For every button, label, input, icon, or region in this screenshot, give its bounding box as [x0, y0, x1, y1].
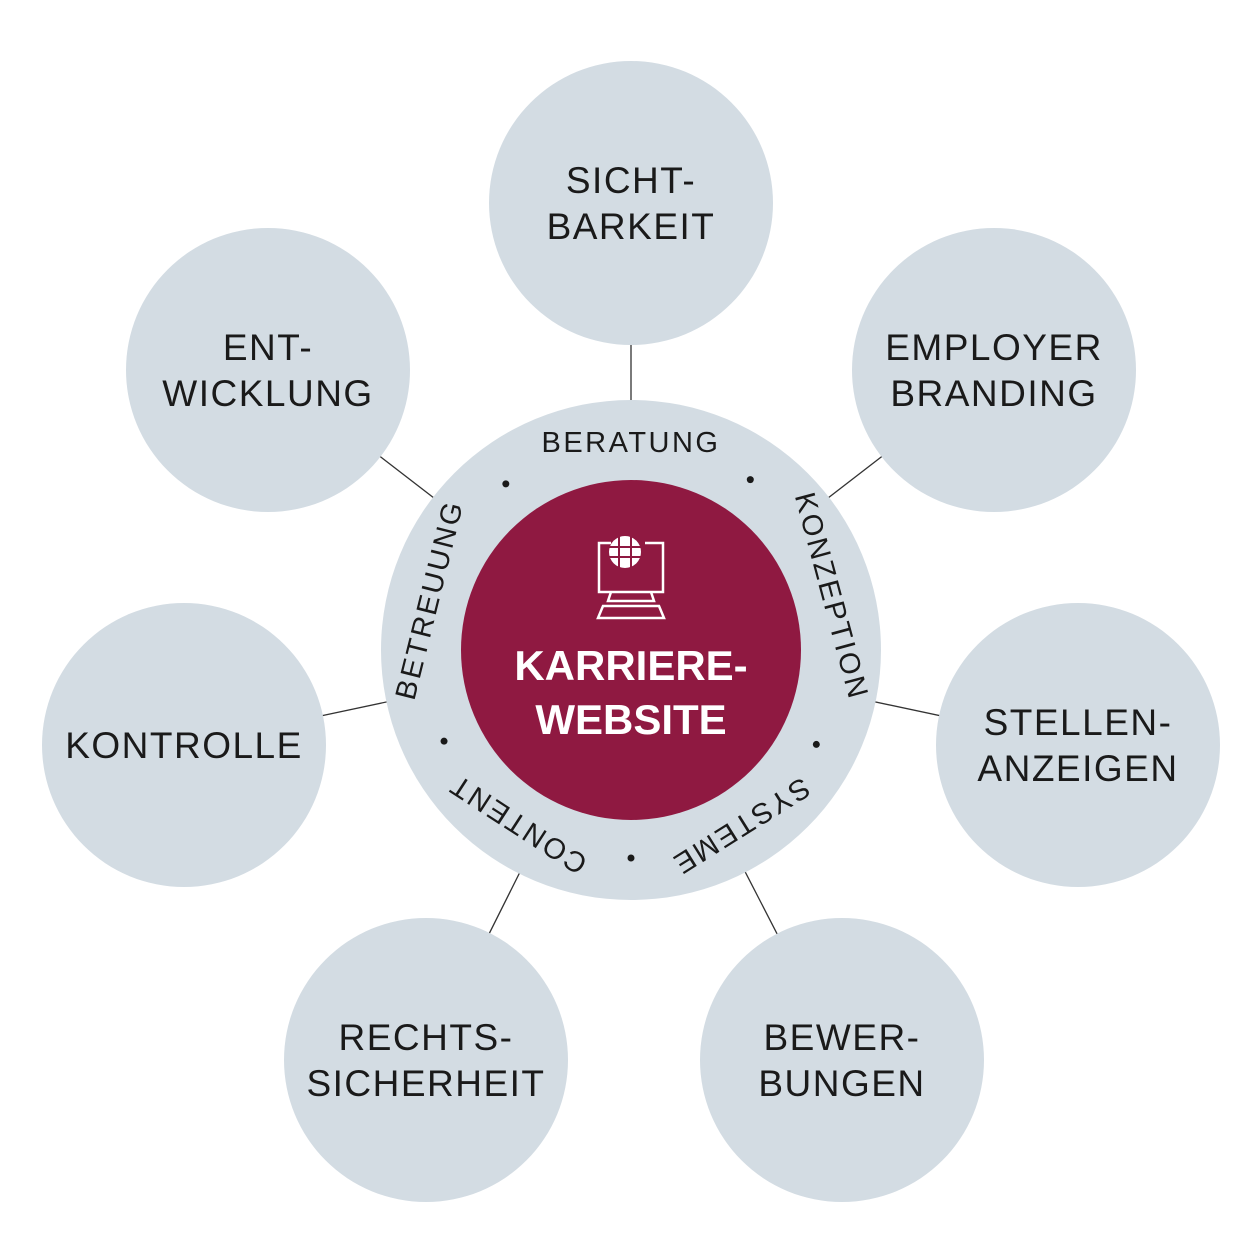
satellite-kontrolle: KONTROLLE	[42, 603, 326, 887]
satellite-label-line1: EMPLOYER	[885, 327, 1103, 368]
satellite-label-line2: BUNGEN	[758, 1063, 925, 1104]
satellite-circle	[700, 918, 984, 1202]
computer-globe-icon	[596, 536, 666, 620]
satellite-circle	[936, 603, 1220, 887]
satellite-stellenanzeigen: STELLEN- ANZEIGEN	[936, 603, 1220, 887]
satellite-label-line1: ENT-	[223, 327, 313, 368]
satellite-circles: SICHT- BARKEIT EMPLOYER BRANDING STELLEN- ANZ…	[42, 61, 1220, 1202]
center-title-line2: WEBSITE	[535, 696, 726, 743]
separator-dot	[812, 740, 820, 748]
satellite-circle	[852, 228, 1136, 512]
satellite-circle	[42, 603, 326, 887]
separator-dot	[627, 854, 635, 862]
satellite-label-line1: STELLEN-	[984, 702, 1173, 743]
ring-label-beratung: BERATUNG	[542, 427, 721, 459]
satellite-label-line1: BEWER-	[764, 1017, 921, 1058]
center-title-line1: KARRIERE-	[514, 642, 747, 689]
separator-dot	[746, 476, 754, 484]
satellite-label-line1: KONTROLLE	[65, 725, 303, 766]
satellite-circle	[489, 61, 773, 345]
separator-dot	[502, 480, 510, 488]
ring-separator-dots	[440, 476, 820, 862]
satellite-label-line2: WICKLUNG	[162, 373, 373, 414]
satellite-entwicklung: ENT- WICKLUNG	[126, 228, 410, 512]
satellite-label-line1: RECHTS-	[339, 1017, 514, 1058]
satellite-label-line2: BRANDING	[890, 373, 1097, 414]
satellite-label-line2: SICHERHEIT	[306, 1063, 545, 1104]
satellite-circle	[284, 918, 568, 1202]
satellite-bewerbungen: BEWER- BUNGEN	[700, 918, 984, 1202]
satellite-label-line1: SICHT-	[566, 160, 696, 201]
separator-dot	[440, 737, 448, 745]
satellite-employer-branding: EMPLOYER BRANDING	[852, 228, 1136, 512]
satellite-label-line2: BARKEIT	[547, 206, 716, 247]
center-circle	[461, 480, 801, 820]
satellite-circle	[126, 228, 410, 512]
satellite-label-line2: ANZEIGEN	[977, 748, 1178, 789]
satellite-rechtssicherheit: RECHTS- SICHERHEIT	[284, 918, 568, 1202]
satellite-sichtbarkeit: SICHT- BARKEIT	[489, 61, 773, 345]
